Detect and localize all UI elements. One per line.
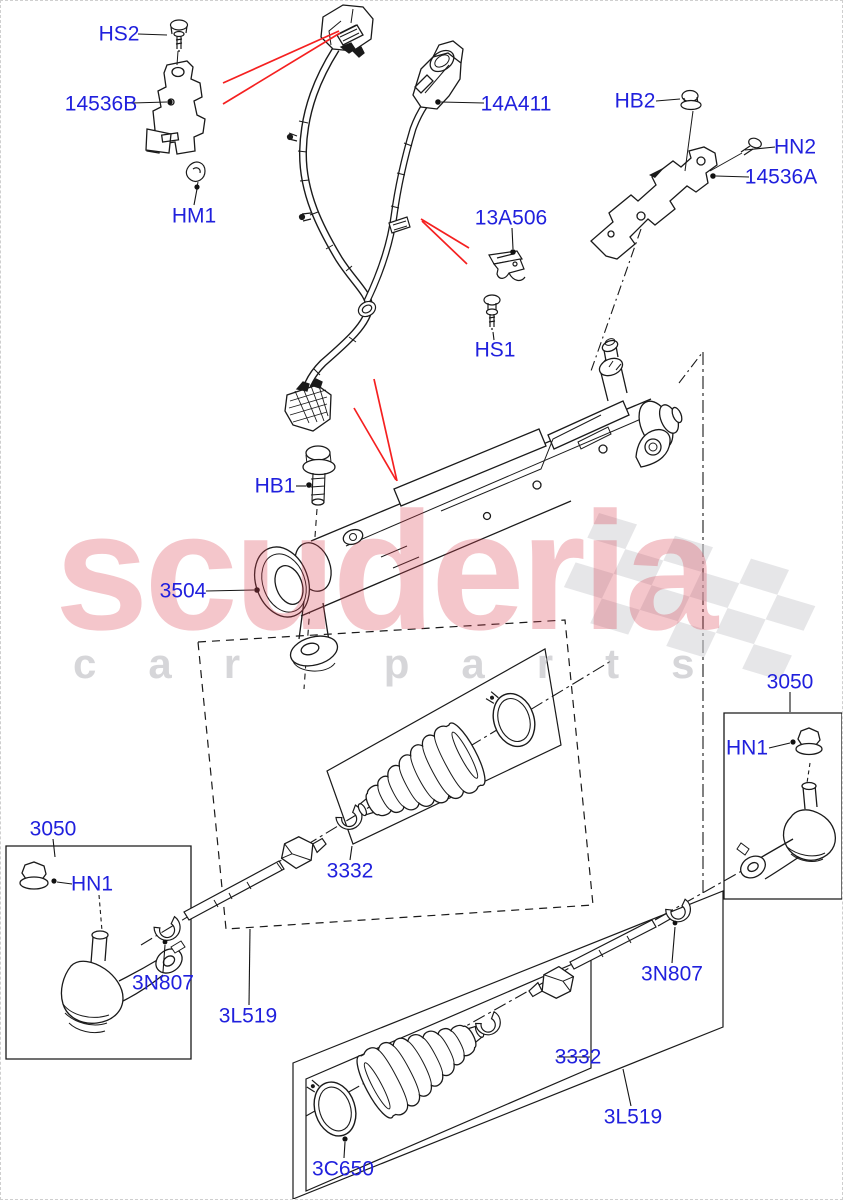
part-label-3332-mid: 3332	[326, 859, 374, 883]
part-label-hs1: HS1	[474, 338, 516, 362]
tie-rod-end-right	[737, 728, 836, 882]
kit-boundary-boxes	[6, 620, 842, 1199]
clip-13A506	[489, 251, 525, 280]
part-label-3332-right: 3332	[554, 1045, 602, 1069]
part-label-14a411: 14A411	[480, 92, 552, 116]
part-label-3050-right: 3050	[766, 670, 814, 694]
screw-HN2	[710, 137, 763, 171]
part-label-hn2: HN2	[773, 135, 817, 159]
part-label-3l519-right: 3L519	[603, 1105, 663, 1129]
leader-lines	[53, 34, 790, 1158]
part-label-hs2: HS2	[98, 22, 140, 46]
tie-rod-end-left	[20, 862, 187, 1033]
inner-tie-rod-right	[570, 912, 672, 969]
bushing-3504	[245, 539, 318, 624]
bolt-HB1	[303, 446, 335, 505]
red-callout-lines	[223, 31, 469, 481]
screw-HS2	[171, 20, 188, 65]
part-label-hn1-left: HN1	[70, 872, 114, 896]
part-label-hn1-right: HN1	[725, 736, 769, 760]
steering-gear-housing	[245, 337, 684, 671]
part-label-3n807-left: 3N807	[132, 971, 194, 995]
clip-HM1	[186, 162, 205, 187]
bracket-14536A	[591, 147, 717, 259]
inner-tie-rod-left	[184, 861, 284, 920]
part-label-hb1: HB1	[254, 474, 296, 498]
part-label-13a506: 13A506	[474, 206, 548, 230]
part-label-3l519-left: 3L519	[218, 1004, 278, 1028]
part-label-3504: 3504	[159, 579, 207, 603]
leader-dots	[51, 99, 796, 1142]
part-label-3050-left: 3050	[29, 817, 77, 841]
part-label-14536b: 14536B	[64, 92, 138, 116]
part-label-hm1: HM1	[171, 204, 217, 228]
part-label-3c650: 3C650	[312, 1157, 374, 1181]
screw-HS1	[484, 295, 500, 329]
part-label-3n807-right: 3N807	[641, 962, 703, 986]
part-label-14536a: 14536A	[744, 165, 818, 189]
bolt-HB2	[681, 91, 701, 172]
wiring-harness	[285, 5, 463, 431]
bracket-14536B	[146, 61, 205, 154]
part-label-hb2: HB2	[614, 89, 656, 113]
